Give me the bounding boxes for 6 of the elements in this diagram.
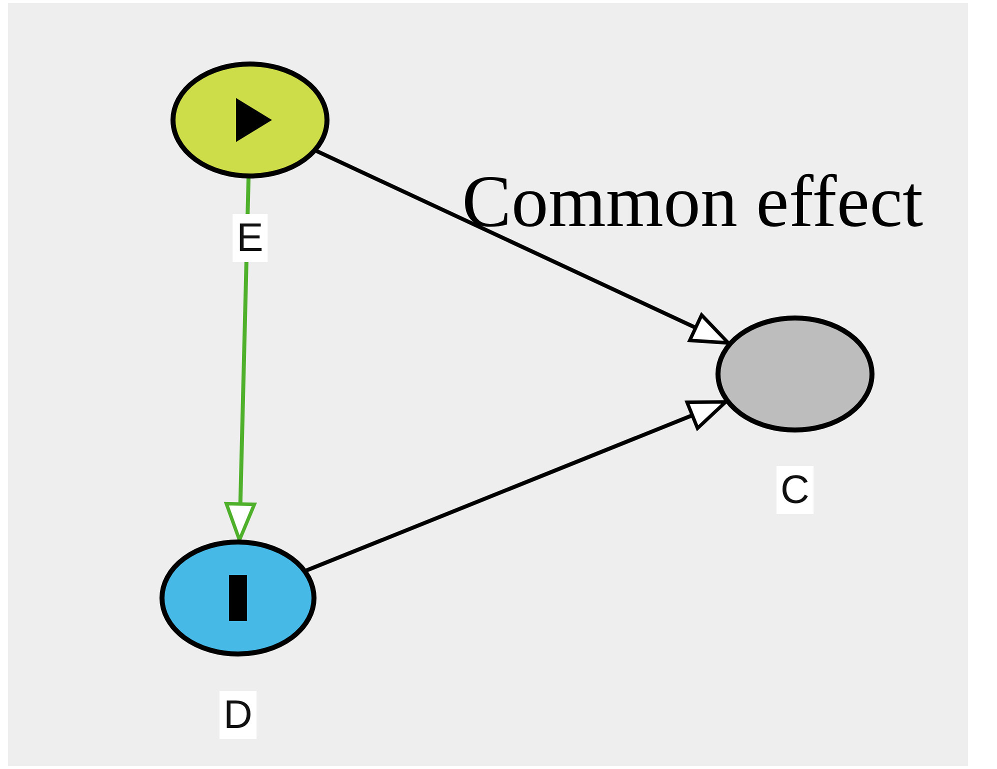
arrow — [306, 400, 728, 572]
arrow — [316, 149, 730, 345]
diagram-title: Common effect — [462, 160, 924, 244]
node-label: D — [220, 691, 256, 739]
node-label: E — [232, 214, 268, 262]
node-label: C — [776, 466, 814, 514]
